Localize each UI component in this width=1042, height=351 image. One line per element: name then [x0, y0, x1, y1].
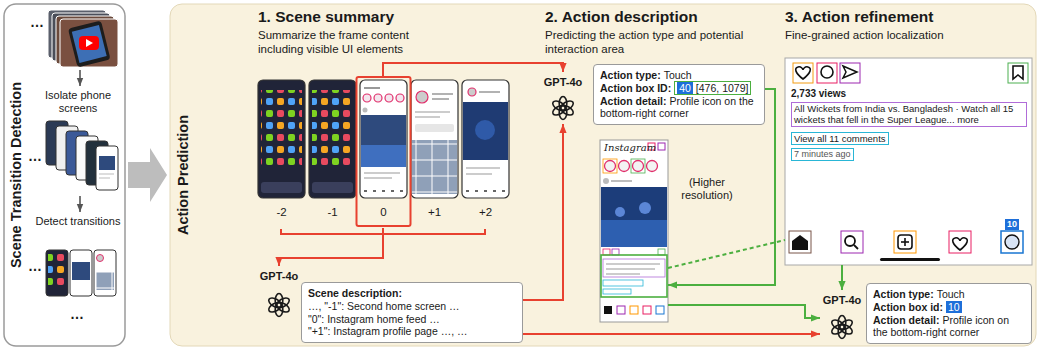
section-title: 3. Action refinement	[785, 8, 933, 27]
connector	[279, 228, 383, 266]
stage-panel: Scene Transition Detection	[4, 4, 125, 346]
frame-strip: -2 -1 0 +1 +2	[258, 76, 509, 228]
node-text: -1	[309, 206, 356, 220]
node-text: Scene description:	[308, 287, 402, 299]
node-text: [476, 1079]	[696, 82, 749, 94]
section-title: 2. Action description	[545, 8, 698, 27]
step-label: Detect transitions	[34, 215, 122, 228]
transition-screens	[46, 250, 116, 296]
ellipsis: …	[28, 258, 42, 275]
text-row: Action box id:10	[873, 301, 1025, 314]
stage-arrow	[128, 148, 167, 202]
output-box: Action type:TouchAction box ID:40[476, 1…	[593, 64, 765, 125]
text-row: …, "-1": Second home screen …	[308, 300, 516, 313]
node-text: 0	[360, 206, 407, 220]
connector	[523, 124, 563, 300]
node-text: View all 11 comments	[791, 132, 889, 145]
connector	[668, 240, 785, 268]
panel-outline	[4, 4, 125, 346]
model-node: GPT-4o	[820, 290, 864, 346]
text-row: Action box ID:40[476, 1079]	[600, 82, 758, 95]
text-row: Action type:Touch	[600, 69, 758, 82]
node-text: GPT-4o	[257, 270, 301, 283]
panel-ground	[170, 4, 1036, 346]
node-text: 7 minutes ago	[791, 148, 854, 161]
node-text: 2,733 views	[791, 88, 846, 100]
node-text: Action type:	[600, 69, 661, 81]
text-row: "0": Instagram home feed …	[308, 313, 516, 326]
node-text: "+1": Instagram profile page …, …	[308, 325, 468, 337]
flow-arrow	[79, 196, 81, 212]
section-title: 1. Scene summary	[258, 8, 394, 27]
output-box: Action type:TouchAction box id:10Action …	[866, 283, 1032, 344]
highlight-frame: 40[476, 1079]	[674, 81, 751, 95]
node-text: -2	[258, 206, 305, 220]
panel-title: Action Prediction	[175, 115, 192, 235]
model-logo	[830, 316, 854, 339]
panel-title: Scene Transition Detection	[8, 82, 25, 268]
connector	[668, 305, 820, 318]
node-text: All Wickets from India vs. Bangladesh · …	[791, 102, 1027, 127]
instagram-screenshot	[600, 140, 668, 322]
model-node: GPT-4o	[541, 72, 585, 124]
model-node: GPT-4o	[257, 266, 301, 330]
text-row: Action detail:Profile icon on the bottom…	[600, 95, 758, 121]
node-text: Action box ID:	[600, 82, 671, 94]
cropped-screenshot	[785, 58, 1032, 265]
section-subtitle: Summarize the frame content including vi…	[258, 29, 448, 57]
screenshot-crop: 2,733 viewsAll Wickets from India vs. Ba…	[785, 58, 1032, 265]
node-text: …, "-1": Second home screen …	[308, 300, 460, 312]
node-text: 10	[946, 301, 962, 313]
note: (Higher resolution)	[672, 176, 742, 202]
ellipsis: …	[70, 306, 84, 323]
node-text: Action box id:	[873, 301, 943, 313]
text-row: Action type:Touch	[873, 288, 1025, 301]
node-text: +2	[462, 206, 509, 220]
connector	[841, 265, 843, 290]
video-frames	[48, 10, 118, 67]
text-row: Scene description:	[308, 287, 516, 300]
text-row: Action detail:Profile icon on the bottom…	[873, 314, 1025, 340]
phone-stack	[46, 121, 118, 190]
model-logo	[551, 97, 575, 120]
node-text: Instagram	[604, 142, 656, 154]
node-text: Touch	[664, 69, 692, 81]
stage-panel: -2-10+1+2GPT-4oScene description:…, "-1"…	[170, 4, 1036, 346]
current-frame-marker	[357, 77, 411, 226]
connector	[383, 63, 563, 76]
node-text: Touch	[937, 288, 965, 300]
text-row: "+1": Instagram profile page …, …	[308, 325, 516, 338]
node-text: "0": Instagram home feed …	[308, 313, 440, 325]
node-text: GPT-4o	[820, 294, 864, 307]
output-box: Scene description:…, "-1": Second home s…	[301, 282, 523, 343]
callout-number: 10	[1005, 219, 1019, 230]
node-text: GPT-4o	[541, 76, 585, 89]
section-subtitle: Predicting the action type and potential…	[545, 29, 750, 57]
node-text: +1	[411, 206, 458, 220]
screenshot: Instagram	[600, 140, 668, 322]
connector	[523, 333, 820, 335]
flow-arrow	[79, 70, 81, 86]
ellipsis: …	[30, 14, 44, 31]
node-text: Action detail:	[600, 95, 667, 107]
ellipsis: …	[28, 148, 42, 165]
model-logo	[267, 294, 291, 317]
node-text: Action detail:	[873, 314, 940, 326]
node-text: Action type:	[873, 288, 934, 300]
section-subtitle: Fine-grained action localization	[785, 29, 1030, 43]
step-label: Isolate phone screens	[34, 89, 122, 115]
node-text: 40	[677, 82, 693, 94]
frame-phones	[258, 80, 509, 198]
